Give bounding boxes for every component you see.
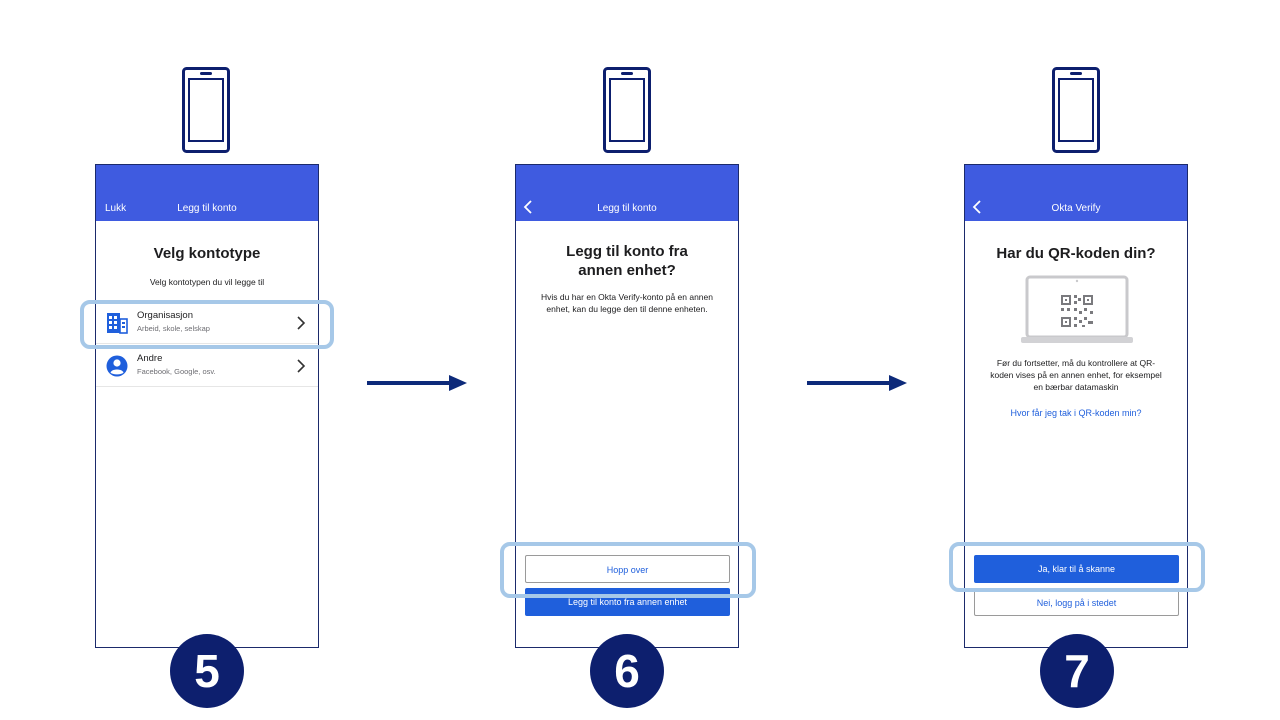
description-line-1: Før du fortsetter, må du kontrollere at … [996, 358, 1156, 368]
option-title: Andre [137, 353, 163, 364]
topbar-title: Legg til konto [177, 203, 237, 214]
page-title-line-2: annen enhet? [578, 262, 676, 279]
back-chevron-icon[interactable] [522, 199, 536, 215]
sign-in-instead-button[interactable]: Nei, logg på i stedet [974, 588, 1179, 616]
step-number-7: 7 [1040, 634, 1114, 708]
account-type-other[interactable]: Andre Facebook, Google, osv. [96, 346, 318, 387]
topbar: Legg til konto [516, 165, 738, 221]
phone-icon [1052, 67, 1100, 153]
arrow-right-icon [367, 375, 467, 391]
chevron-right-icon [297, 359, 306, 373]
page-title: Velg kontotype [153, 245, 261, 262]
close-button[interactable]: Lukk [105, 203, 127, 214]
topbar-title: Okta Verify [1051, 203, 1101, 214]
description-line-3: en bærbar datamaskin [1033, 382, 1119, 392]
page-subtitle: Velg kontotypen du vil legge til [149, 277, 265, 287]
page-title: Har du QR-koden din? [996, 245, 1156, 262]
building-icon [107, 313, 128, 334]
option-subtitle: Facebook, Google, osv. [137, 367, 216, 376]
option-title: Organisasjon [137, 310, 193, 321]
chevron-right-icon [297, 316, 306, 330]
description-line-2: enhet, kan du legge den til denne enhete… [546, 304, 708, 314]
phone-icon [603, 67, 651, 153]
screen-step-5: Lukk Legg til konto Velg kontotype Velg … [95, 164, 319, 648]
step-number-5: 5 [170, 634, 244, 708]
highlight-skip-button [500, 542, 756, 598]
option-subtitle: Arbeid, skole, selskap [137, 324, 210, 333]
skip-button[interactable]: Hopp over [525, 555, 730, 583]
highlight-organization [80, 300, 334, 349]
ready-to-scan-button[interactable]: Ja, klar til å skanne [974, 555, 1179, 583]
step-number-6: 6 [590, 634, 664, 708]
topbar: Lukk Legg til konto [96, 165, 318, 221]
description-line-2: koden vises på en annen enhet, for eksem… [990, 370, 1162, 380]
person-icon [106, 355, 128, 377]
screen-step-7: Okta Verify Har du QR-koden din? Før du … [964, 164, 1188, 648]
qr-code-help-link[interactable]: Hvor får jeg tak i QR-koden min? [1010, 408, 1142, 418]
phone-icon [182, 67, 230, 153]
laptop-qr-icon [1021, 275, 1133, 343]
add-from-other-device-button[interactable]: Legg til konto fra annen enhet [525, 588, 730, 616]
account-type-organization[interactable]: Organisasjon Arbeid, skole, selskap [96, 303, 318, 344]
back-chevron-icon[interactable] [971, 199, 985, 215]
screen-step-6: Legg til konto Legg til konto fra annen … [515, 164, 739, 648]
arrow-right-icon [807, 375, 907, 391]
description-line-1: Hvis du har en Okta Verify-konto på en a… [541, 292, 713, 302]
topbar: Okta Verify [965, 165, 1187, 221]
topbar-title: Legg til konto [597, 203, 657, 214]
page-title-line-1: Legg til konto fra [566, 243, 688, 260]
highlight-ready-button [949, 542, 1205, 592]
